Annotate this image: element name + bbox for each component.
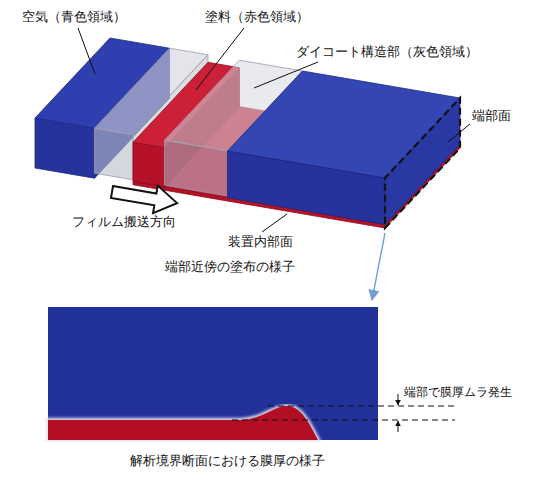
air-region (48, 307, 378, 440)
leader-line (262, 214, 287, 232)
leader-line (448, 124, 470, 142)
interface-halo (48, 406, 318, 440)
annotation-label: フィルム搬送方向 (72, 214, 176, 230)
annotation-label: 空気（青色領域） (22, 9, 126, 25)
annotation-label: ダイコート構造部（灰色領域） (296, 44, 478, 60)
annotation-label: 端部近傍の塗布の様子 (165, 259, 295, 275)
region-block (228, 71, 461, 225)
dashed-level (268, 405, 455, 406)
leader-line (254, 62, 318, 88)
leader-lines (78, 28, 470, 300)
paint-film (48, 406, 318, 440)
leader-line (78, 28, 95, 74)
dimension-arrow (398, 394, 399, 405)
cross-section (48, 307, 455, 440)
end-face-outline (385, 98, 460, 228)
annotation-label: 装置内部面 (228, 234, 293, 250)
zoom-pointer (372, 233, 385, 300)
front-face (95, 128, 134, 180)
dimension-arrow (398, 421, 399, 432)
annotation-label: 塗料（赤色領域） (205, 9, 309, 25)
annotation-label: 端部面 (472, 108, 511, 124)
leader-line (196, 28, 244, 90)
annotation-label: 解析境界断面における膜厚の様子 (130, 453, 325, 469)
annotation-label: 端部で膜厚ムラ発生 (404, 385, 512, 399)
die-coat-model (35, 38, 460, 228)
front-face (133, 142, 165, 186)
dashed-level (232, 419, 455, 420)
direction-arrow (110, 178, 180, 217)
